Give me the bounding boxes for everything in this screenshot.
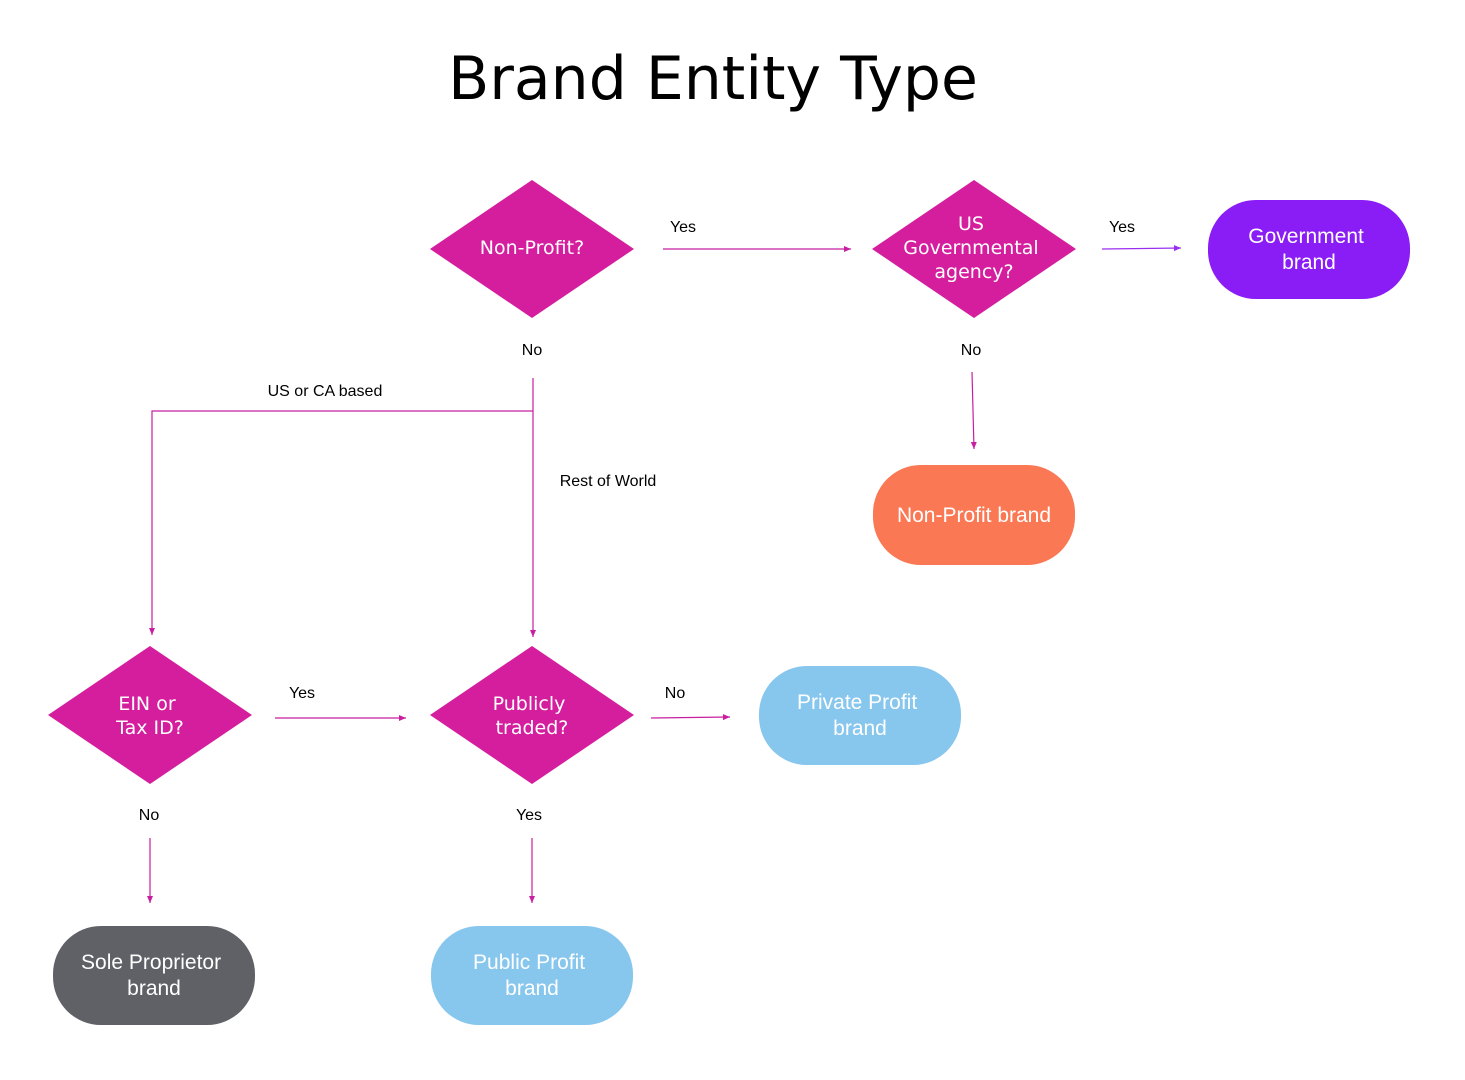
- outcome-non-profit-brand: Non-Profit brand: [873, 465, 1075, 565]
- label-us-ca-based: US or CA based: [268, 383, 383, 400]
- label-gov-no: No: [961, 342, 982, 359]
- label-ein-yes: Yes: [289, 685, 315, 702]
- outcome-label-line: brand: [1282, 251, 1336, 274]
- label-rest-of-world: Rest of World: [560, 473, 657, 490]
- outcome-label: Sole Proprietor brand: [81, 951, 227, 1000]
- outcome-label-line: Private Profit: [797, 691, 917, 714]
- decision-label-line: US: [958, 213, 984, 235]
- outcome-terminal: [53, 926, 255, 1025]
- decision-label: US Governmental agency?: [903, 213, 1044, 283]
- outcome-public-profit-brand: Public Profit brand: [431, 926, 633, 1025]
- label-nonprofit-yes: Yes: [670, 219, 696, 236]
- outcome-sole-proprietor-brand: Sole Proprietor brand: [53, 926, 255, 1025]
- outcome-label-line: brand: [833, 717, 887, 740]
- decision-label-line: Governmental: [903, 237, 1038, 259]
- edge-gov-yes: [1101, 245, 1182, 252]
- decision-label: Publicly traded?: [493, 693, 572, 739]
- outcome-label: Private Profit brand: [797, 691, 923, 740]
- outcome-label: Government brand: [1248, 225, 1369, 274]
- label-gov-yes: Yes: [1109, 219, 1135, 236]
- decision-label-line: agency?: [934, 261, 1013, 283]
- decision-diamond: [48, 646, 252, 784]
- outcome-government-brand: Government brand: [1208, 200, 1410, 299]
- outcome-terminal: [1208, 200, 1410, 299]
- edge-us-ca-based: [149, 410, 533, 635]
- decision-label: EIN or Tax ID?: [115, 693, 184, 739]
- label-nonprofit-no: No: [522, 342, 543, 359]
- decision-label: Non-Profit?: [480, 237, 584, 259]
- decision-publicly-traded: Publicly traded?: [430, 646, 634, 784]
- label-public-yes: Yes: [516, 807, 542, 824]
- decision-label-line: Tax ID?: [115, 717, 184, 739]
- decision-non-profit: Non-Profit?: [430, 180, 634, 318]
- outcome-label-line: Non-Profit brand: [897, 504, 1051, 527]
- decision-diamond: [430, 646, 634, 784]
- outcome-label-line: Sole Proprietor: [81, 951, 221, 974]
- outcome-terminal: [431, 926, 633, 1025]
- edge-gov-no: [970, 371, 977, 450]
- outcome-label-line: Public Profit: [473, 951, 585, 974]
- label-ein-no: No: [139, 807, 160, 824]
- outcome-label: Public Profit brand: [473, 951, 591, 1000]
- decision-label-line: Non-Profit?: [480, 237, 584, 259]
- decision-diamond: [872, 180, 1076, 318]
- edge-public-no: [650, 714, 731, 721]
- decision-label-line: EIN or: [118, 693, 175, 715]
- outcome-terminal: [759, 666, 961, 765]
- label-public-no: No: [665, 685, 686, 702]
- outcome-terminal: [873, 465, 1075, 565]
- page-title: Brand Entity Type: [448, 44, 978, 114]
- decision-label-line: Publicly: [493, 693, 566, 715]
- decision-us-governmental-agency: US Governmental agency?: [872, 180, 1076, 318]
- outcome-label-line: Government: [1248, 225, 1364, 248]
- outcome-label-line: brand: [127, 977, 181, 1000]
- decision-diamond: [430, 180, 634, 318]
- decision-label-line: traded?: [496, 717, 569, 739]
- outcome-label: Non-Profit brand: [897, 504, 1051, 527]
- outcome-label-line: brand: [505, 977, 559, 1000]
- decision-ein-or-tax-id: EIN or Tax ID?: [48, 646, 252, 784]
- outcome-private-profit-brand: Private Profit brand: [759, 666, 961, 765]
